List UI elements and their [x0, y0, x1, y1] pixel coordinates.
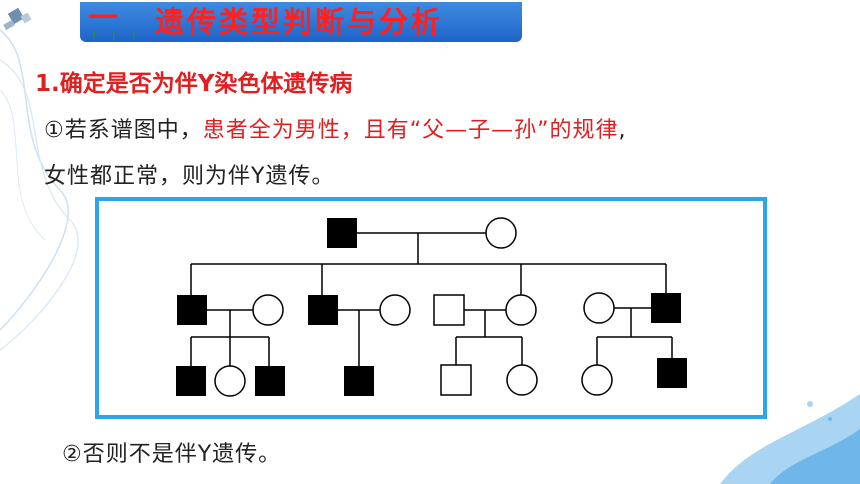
corner-decoration [0, 7, 79, 351]
title-bar [80, 2, 522, 42]
rule-highlight: 患者全为男性，且有“父—子—孙”的规律 [202, 118, 619, 143]
affected-male [651, 293, 681, 323]
normal-female [379, 294, 411, 326]
wave-decoration [720, 394, 860, 484]
title-marks: ! ( ! [92, 30, 143, 43]
affected-male [327, 218, 357, 248]
rule-line-2: 女性都正常，则为伴Y遗传。 [44, 164, 335, 189]
rule-line: ①若系谱图中，患者全为男性，且有“父—子—孙”的规律, [44, 112, 627, 144]
rule-prefix: ①若系谱图中， [44, 118, 203, 143]
section-heading: 1.确定是否为伴Y染色体遗传病 [35, 71, 353, 97]
affected-male [344, 366, 374, 396]
normal-female [506, 364, 538, 396]
normal-male [433, 294, 465, 326]
normal-male [440, 364, 472, 396]
normal-female [505, 294, 537, 326]
normal-female [252, 294, 284, 326]
normal-female [583, 292, 615, 324]
pedigree-frame [95, 197, 767, 419]
normal-female [214, 365, 246, 397]
rule-suffix: , [618, 118, 627, 143]
affected-male [308, 295, 338, 325]
pedigree-lines [190, 232, 673, 366]
affected-male [176, 366, 206, 396]
title-number: 一 [88, 1, 118, 36]
page-title: 遗传类型判断与分析 [155, 5, 444, 39]
satellite-icon [3, 7, 32, 31]
normal-female [581, 364, 613, 396]
normal-female [485, 217, 517, 249]
affected-male [177, 295, 207, 325]
otherwise-line: ②否则不是伴Y遗传。 [62, 442, 282, 467]
affected-male [657, 358, 687, 388]
affected-male [255, 366, 285, 396]
